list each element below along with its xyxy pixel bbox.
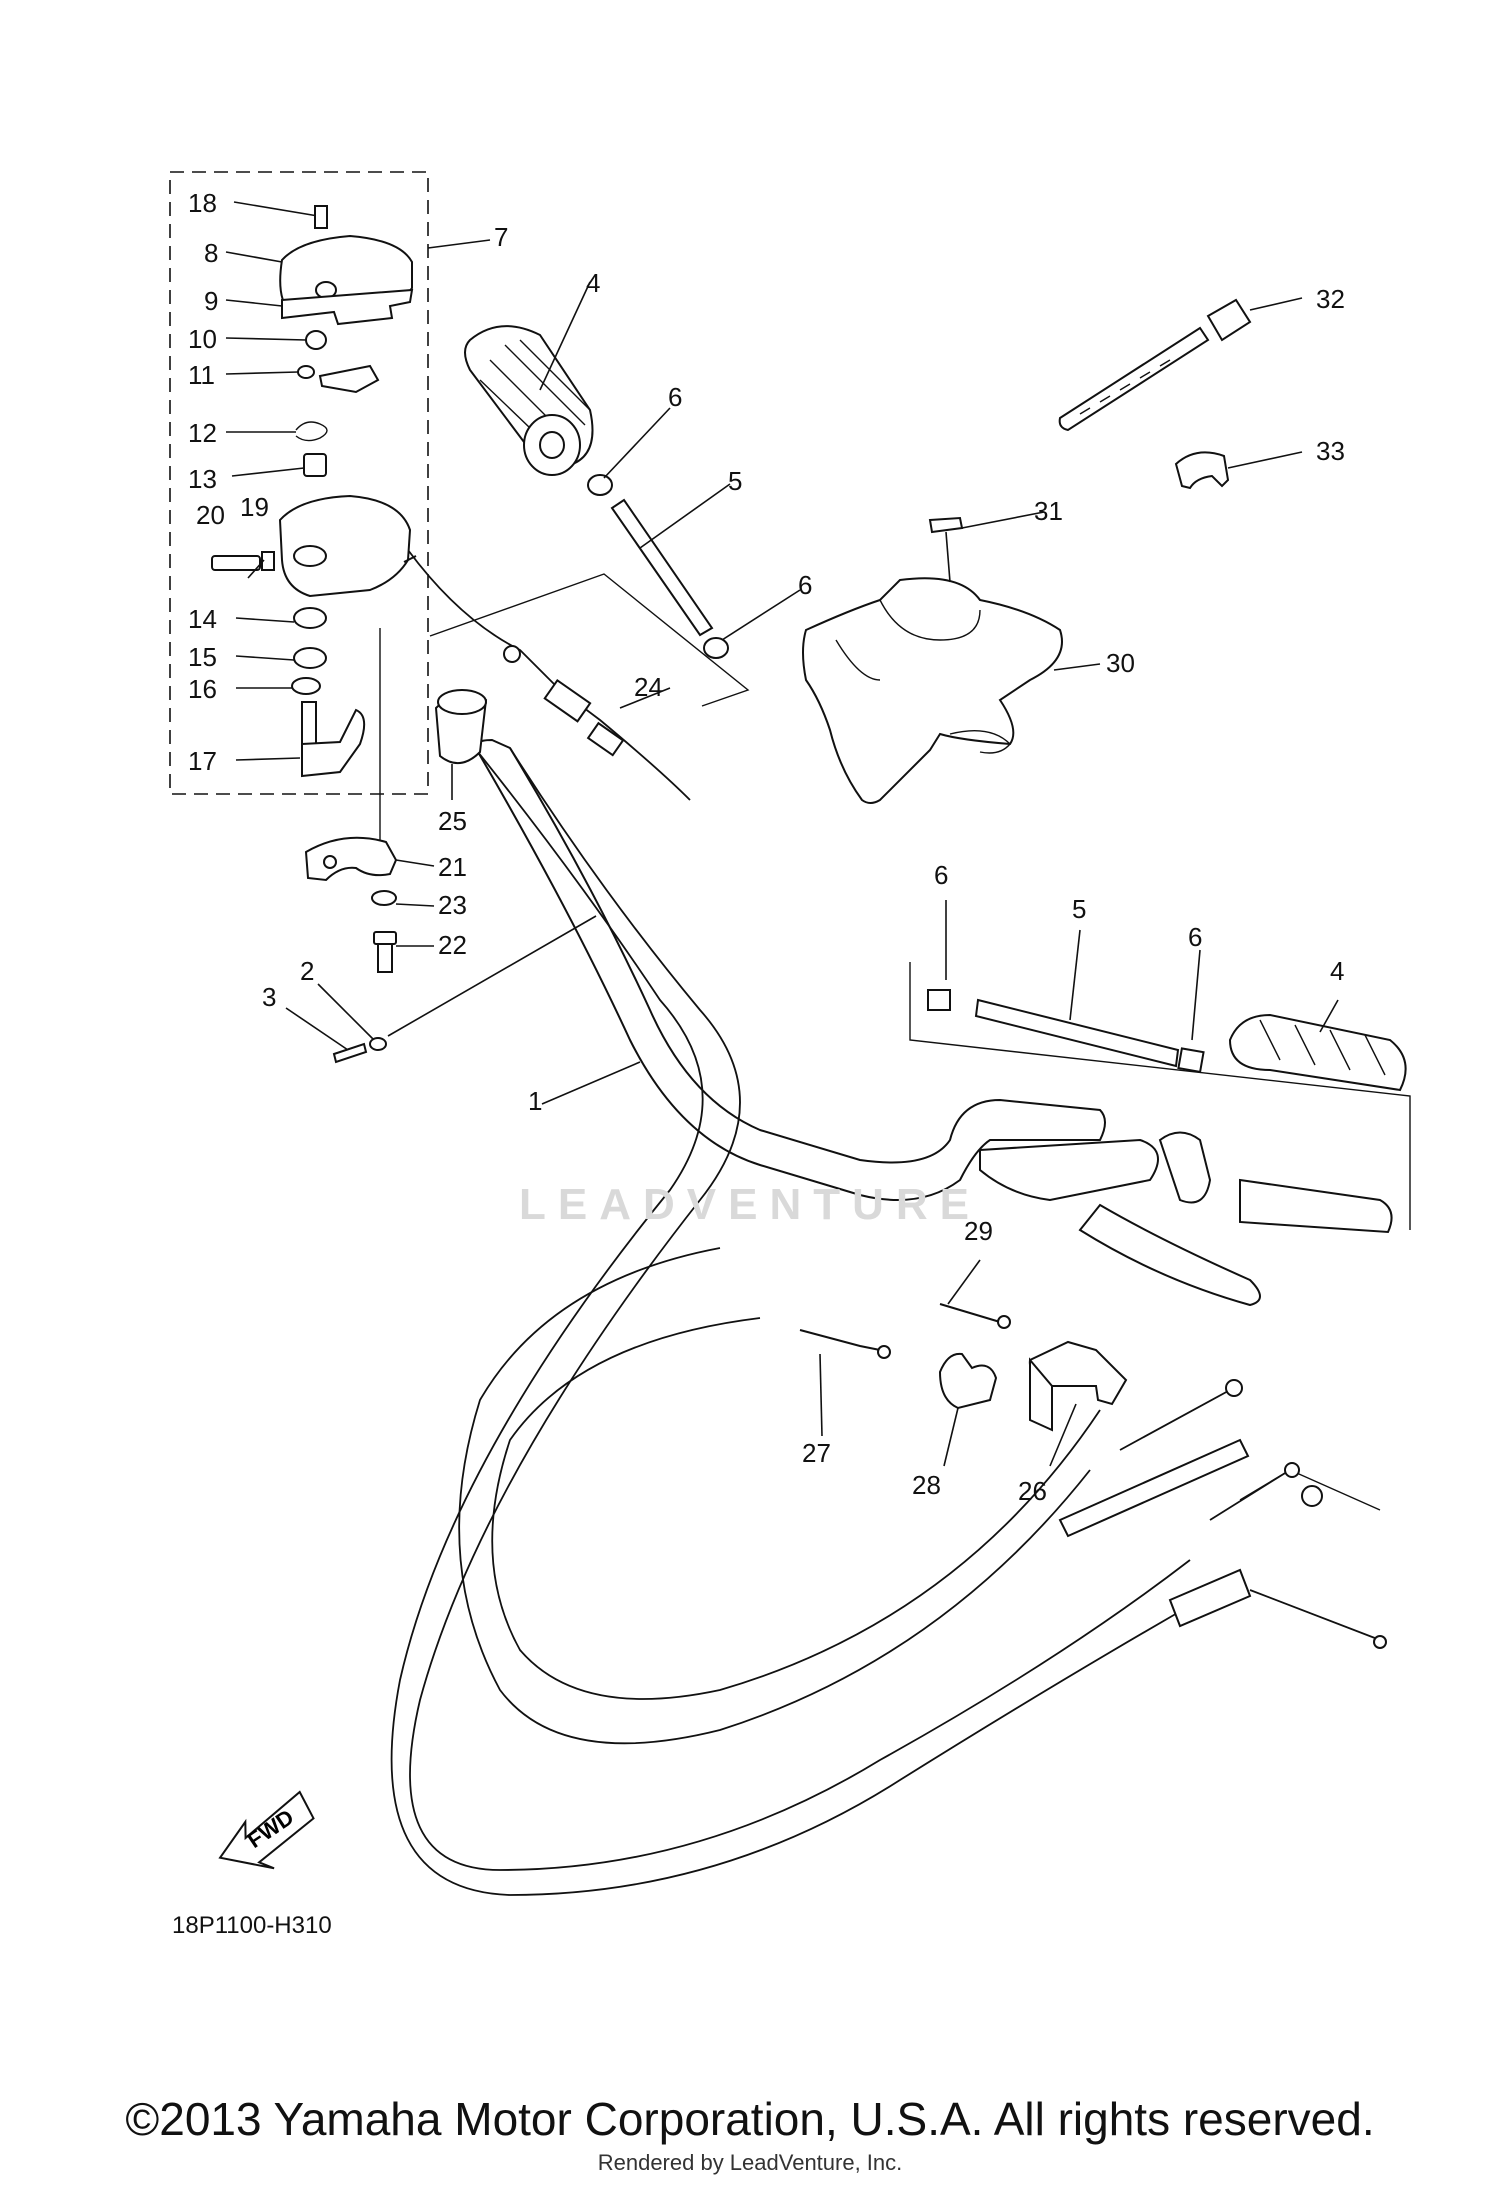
callout-16: 16 <box>188 674 217 704</box>
callout-9: 9 <box>204 286 218 316</box>
callout-10: 10 <box>188 324 217 354</box>
callout-1: 1 <box>528 1086 542 1116</box>
rendered-by: Rendered by LeadVenture, Inc. <box>597 2150 903 2175</box>
callout-14: 14 <box>188 604 217 634</box>
watermark: LEADVENTURE <box>518 1180 982 1229</box>
callout-28: 28 <box>912 1470 941 1500</box>
callout-26: 26 <box>1018 1476 1047 1506</box>
callout-6-lower: 6 <box>798 570 812 600</box>
cable-tie <box>1058 297 1303 490</box>
callout-2: 2 <box>300 956 314 986</box>
callout-24: 24 <box>634 672 663 702</box>
callout-11: 11 <box>188 360 215 390</box>
callout-30: 30 <box>1106 648 1135 678</box>
callout-22: 22 <box>438 930 467 960</box>
brake-lever <box>979 1131 1261 1307</box>
callout-20: 20 <box>196 500 225 530</box>
callout-13: 13 <box>188 464 217 494</box>
grip-right-group <box>909 900 1411 1230</box>
handlebar <box>474 738 1393 1234</box>
callout-32: 32 <box>1316 284 1345 314</box>
callout-6-right-b: 6 <box>1188 922 1202 952</box>
callout-5-right: 5 <box>1072 894 1086 924</box>
throttle-clamp <box>304 836 435 973</box>
callout-15: 15 <box>188 642 217 672</box>
cables <box>390 747 1387 1896</box>
diagram-code: 18P1100-H310 <box>172 1912 332 1939</box>
copyright-notice: ©2013 Yamaha Motor Corporation, U.S.A. A… <box>125 2093 1375 2145</box>
callout-23: 23 <box>438 890 467 920</box>
grip-left <box>464 281 594 476</box>
lever-parts <box>799 1259 1128 1467</box>
handlebar-cover <box>802 511 1101 804</box>
callout-8: 8 <box>204 238 218 268</box>
pin-washer <box>285 915 597 1064</box>
callout-7: 7 <box>494 222 508 252</box>
callout-31: 31 <box>1034 496 1063 526</box>
callout-19: 19 <box>240 492 269 522</box>
throttle-housing <box>211 201 417 850</box>
callout-18: 18 <box>188 188 217 218</box>
callout-21: 21 <box>438 852 467 882</box>
callout-6-right-a: 6 <box>934 860 948 890</box>
callout-6: 6 <box>668 382 682 412</box>
callout-4-right: 4 <box>1330 956 1344 986</box>
callout-3: 3 <box>262 982 276 1012</box>
fwd-arrow-icon: FWD <box>218 1790 315 1870</box>
callout-25: 25 <box>438 806 467 836</box>
callout-5: 5 <box>728 466 742 496</box>
callout-4: 4 <box>586 268 600 298</box>
callout-29: 29 <box>964 1216 993 1246</box>
callout-33: 33 <box>1316 436 1345 466</box>
callout-27: 27 <box>802 1438 831 1468</box>
callout-17: 17 <box>188 746 217 776</box>
callout-12: 12 <box>188 418 217 448</box>
throttle-sleeve <box>434 689 488 800</box>
bar-end-upper <box>429 407 801 707</box>
throttle-cable <box>407 549 691 801</box>
